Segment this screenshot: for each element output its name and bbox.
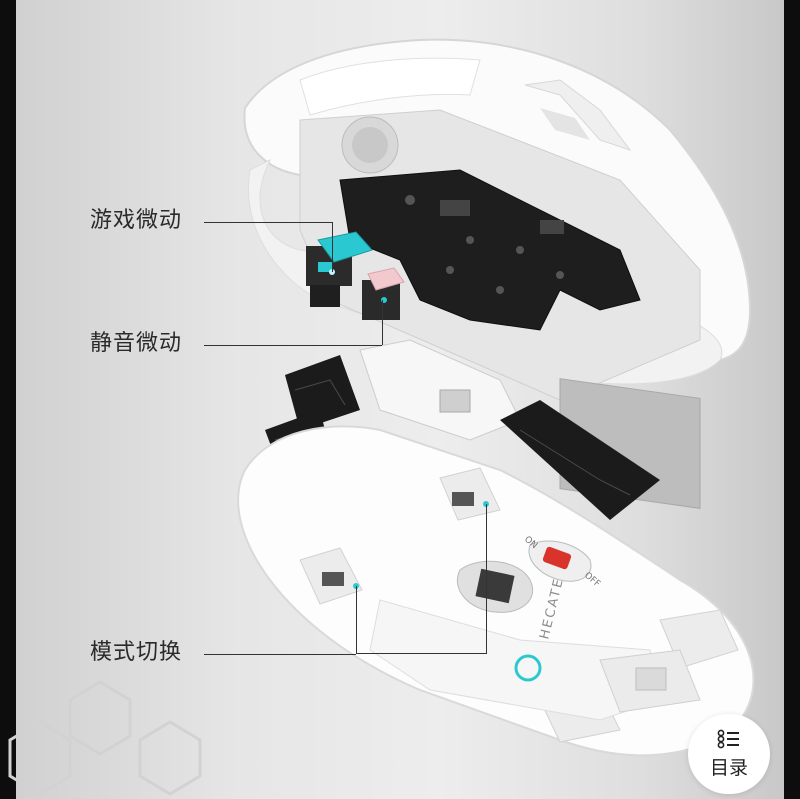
toc-button-label: 目录 xyxy=(710,753,748,780)
hexagon-watermark xyxy=(10,682,200,794)
list-icon xyxy=(717,729,741,749)
callout-silent-switch: 静音微动 xyxy=(90,333,182,355)
leader-drop-mode-switch-right xyxy=(486,504,487,654)
leader-drop-gaming-switch xyxy=(332,222,333,272)
leader-link-mode-switch xyxy=(356,653,486,654)
callout-mode-switch: 模式切换 xyxy=(90,642,182,664)
toc-button[interactable]: 目录 xyxy=(688,714,770,794)
callout-gaming-switch: 游戏微动 xyxy=(90,210,182,232)
leader-drop-mode-switch-left xyxy=(356,586,357,654)
leader-line-silent-switch xyxy=(204,345,382,346)
leader-line-gaming-switch xyxy=(204,222,332,223)
leader-line-mode-switch xyxy=(204,654,356,655)
leader-drop-silent-switch xyxy=(382,300,383,345)
